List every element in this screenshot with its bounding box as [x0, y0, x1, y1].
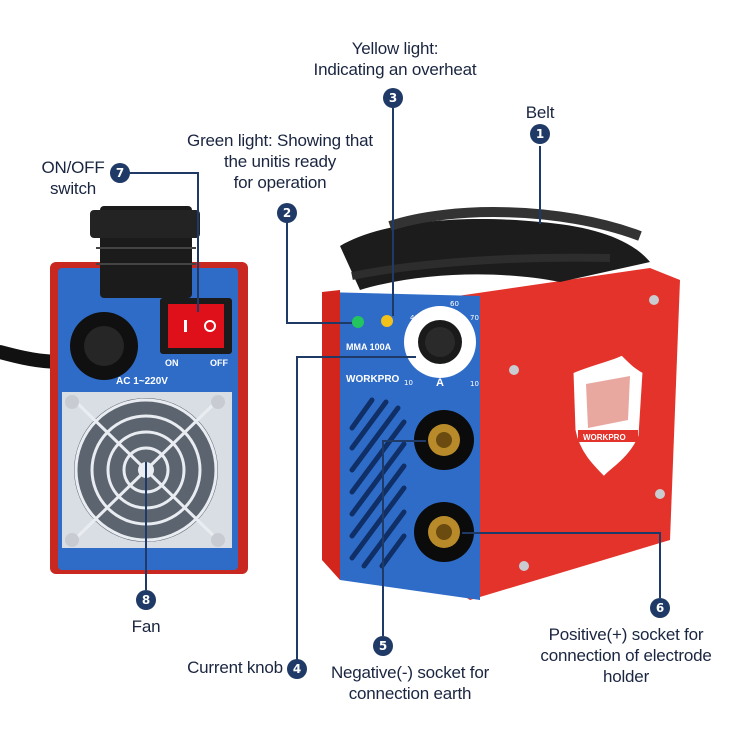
- label-current-knob: Current knob: [187, 658, 283, 677]
- leader-positive-v: [659, 532, 661, 598]
- label-positive-socket: Positive(+) socket for connection of ele…: [540, 625, 712, 686]
- badge-6: 6: [650, 598, 670, 618]
- front-view-unit: 10 40 60 70 10 A MMA 100A WORKPRO: [322, 207, 680, 600]
- label-yellow-light: Yellow light: Indicating an overheat: [313, 39, 477, 79]
- badge-5: 5: [373, 636, 393, 656]
- badge-2: 2: [277, 203, 297, 223]
- vents: [349, 397, 407, 569]
- label-switch: ON/OFF switch: [41, 158, 105, 198]
- badge-1: 1: [530, 124, 550, 144]
- leader-negative-h: [382, 440, 426, 442]
- svg-text:A: A: [436, 377, 444, 389]
- brand-text: WORKPRO: [346, 374, 400, 385]
- leader-positive-h: [462, 532, 660, 534]
- svg-text:60: 60: [450, 300, 459, 308]
- voltage-text: AC 1~220V: [116, 376, 168, 387]
- svg-text:40: 40: [410, 314, 419, 322]
- switch-on-text: ON: [165, 358, 179, 368]
- fan-grille: [62, 392, 232, 548]
- back-view-unit: ON OFF AC 1~220V: [0, 206, 248, 574]
- leader-green-v: [286, 222, 288, 322]
- leader-knob-v: [296, 356, 298, 660]
- leader-yellow: [392, 108, 394, 316]
- yellow-light: [381, 315, 393, 327]
- leader-fan: [145, 462, 147, 590]
- svg-text:70: 70: [470, 314, 479, 322]
- svg-text:WORKPRO: WORKPRO: [583, 433, 626, 442]
- model-text: MMA 100A: [346, 342, 392, 352]
- badge-7: 7: [110, 163, 130, 183]
- leader-green-h: [286, 322, 352, 324]
- svg-text:10: 10: [404, 379, 413, 387]
- leader-belt: [539, 146, 541, 224]
- badge-8: 8: [136, 590, 156, 610]
- workpro-shield-logo: WORKPRO: [570, 352, 646, 481]
- label-negative-socket: Negative(-) socket for connection earth: [330, 663, 490, 703]
- badge-4: 4: [287, 659, 307, 679]
- leader-switch-h: [128, 172, 198, 174]
- negative-socket: [414, 410, 474, 470]
- label-fan: Fan: [131, 617, 161, 636]
- leader-knob-h: [296, 356, 416, 358]
- green-light: [352, 316, 364, 328]
- leader-negative-v: [382, 440, 384, 636]
- switch-off-text: OFF: [210, 358, 228, 368]
- svg-text:10: 10: [470, 380, 479, 388]
- badge-3: 3: [383, 88, 403, 108]
- leader-switch-v: [197, 172, 199, 312]
- label-belt: Belt: [525, 103, 555, 122]
- label-green-light: Green light: Showing that the unitis rea…: [187, 131, 373, 192]
- positive-socket: [414, 502, 474, 562]
